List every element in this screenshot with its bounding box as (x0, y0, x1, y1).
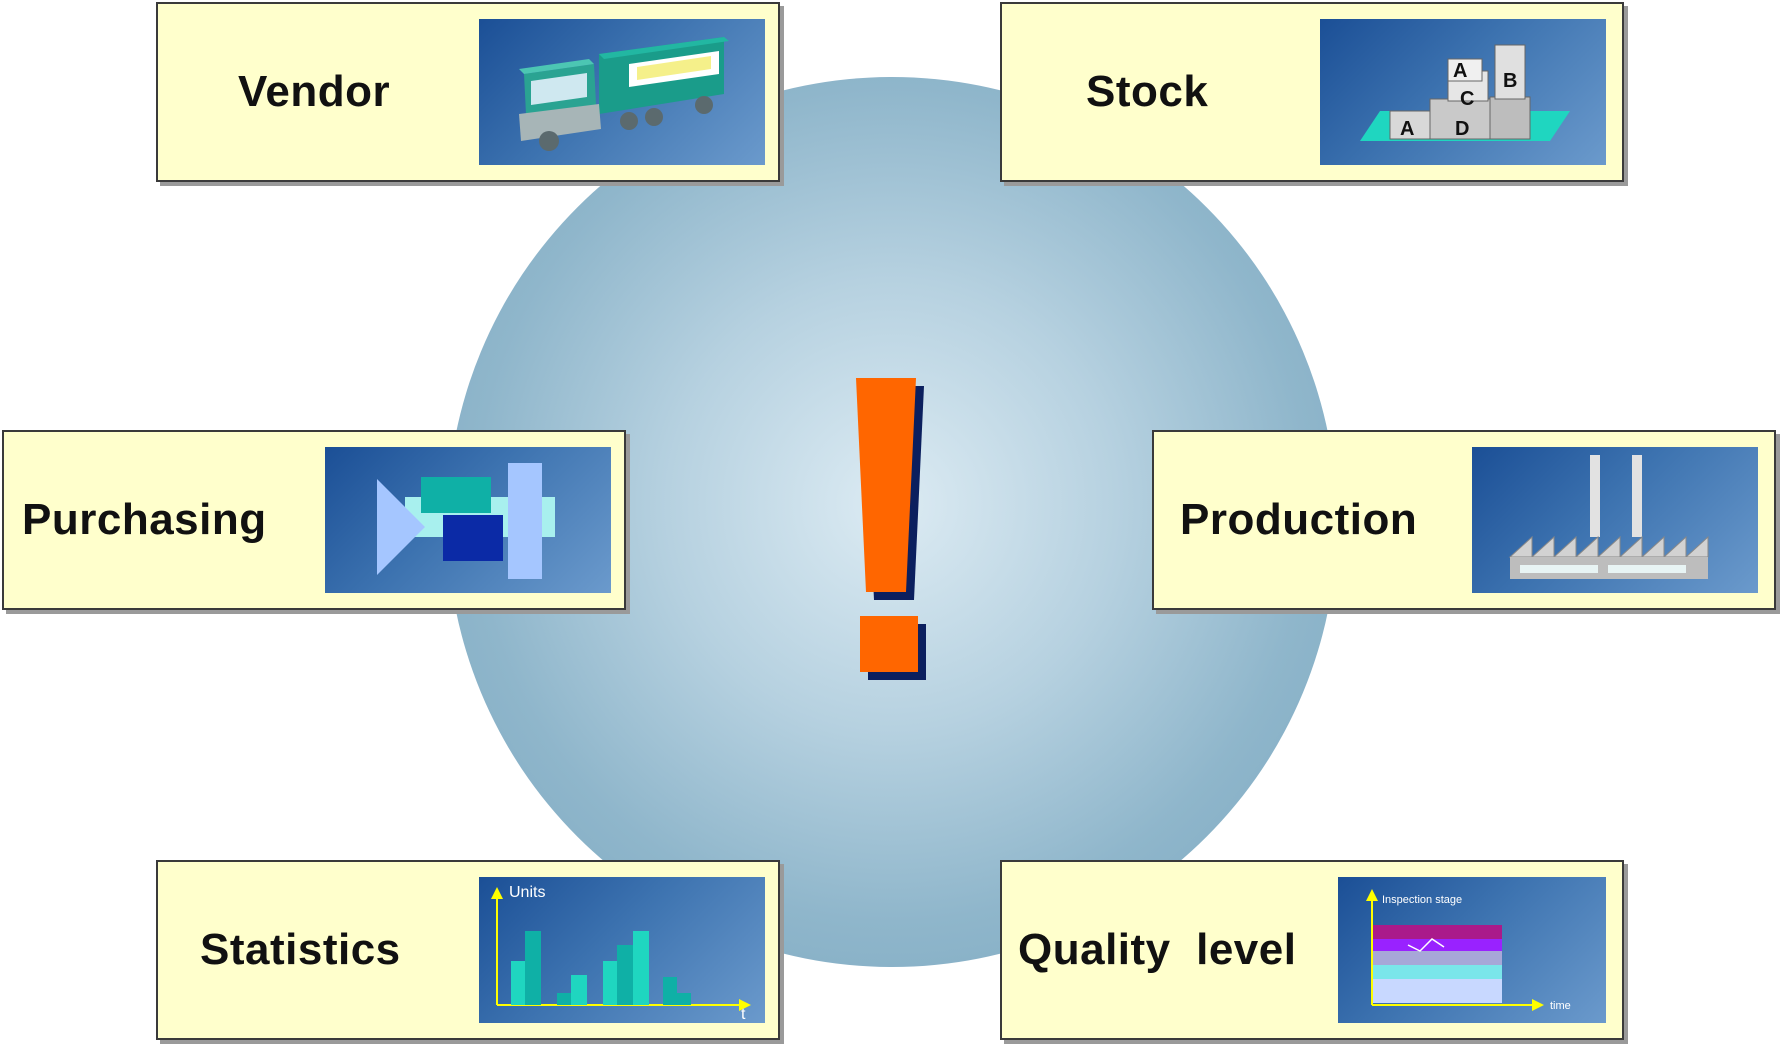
purchasing-flow-icon (325, 447, 611, 593)
stock-box-b: B (1503, 70, 1517, 92)
statistics-card: Statistics Units t (156, 860, 780, 1040)
truck-icon (479, 19, 765, 165)
statistics-y-label: Units (509, 884, 545, 901)
stock-box-d: D (1455, 118, 1469, 140)
purchasing-label: Purchasing (22, 495, 267, 544)
statistics-label: Statistics (200, 925, 401, 974)
production-label: Production (1180, 495, 1418, 544)
stock-box-a2: A (1453, 60, 1467, 82)
purchasing-card: Purchasing (2, 430, 626, 610)
production-card: Production (1152, 430, 1776, 610)
stock-box-c: C (1460, 88, 1474, 110)
stock-boxes-icon: A A B C D (1320, 19, 1606, 165)
vendor-label: Vendor (238, 67, 391, 116)
quality-chart-icon: Inspection stage time (1338, 877, 1606, 1023)
statistics-chart-icon: Units t (479, 877, 765, 1023)
stock-box-a1: A (1400, 118, 1414, 140)
quality-x-label: time (1550, 1000, 1571, 1012)
statistics-x-label: t (741, 1006, 746, 1023)
vendor-card: Vendor (156, 2, 780, 182)
stock-label: Stock (1086, 67, 1209, 116)
quality-level-label: Quality level (1018, 925, 1297, 974)
exclamation-icon (856, 378, 926, 680)
quality-y-label: Inspection stage (1382, 894, 1462, 906)
factory-icon (1472, 447, 1758, 593)
stock-card: Stock A A B C D (1000, 2, 1624, 182)
quality-level-card: Quality level Inspection stage time (1000, 860, 1624, 1040)
